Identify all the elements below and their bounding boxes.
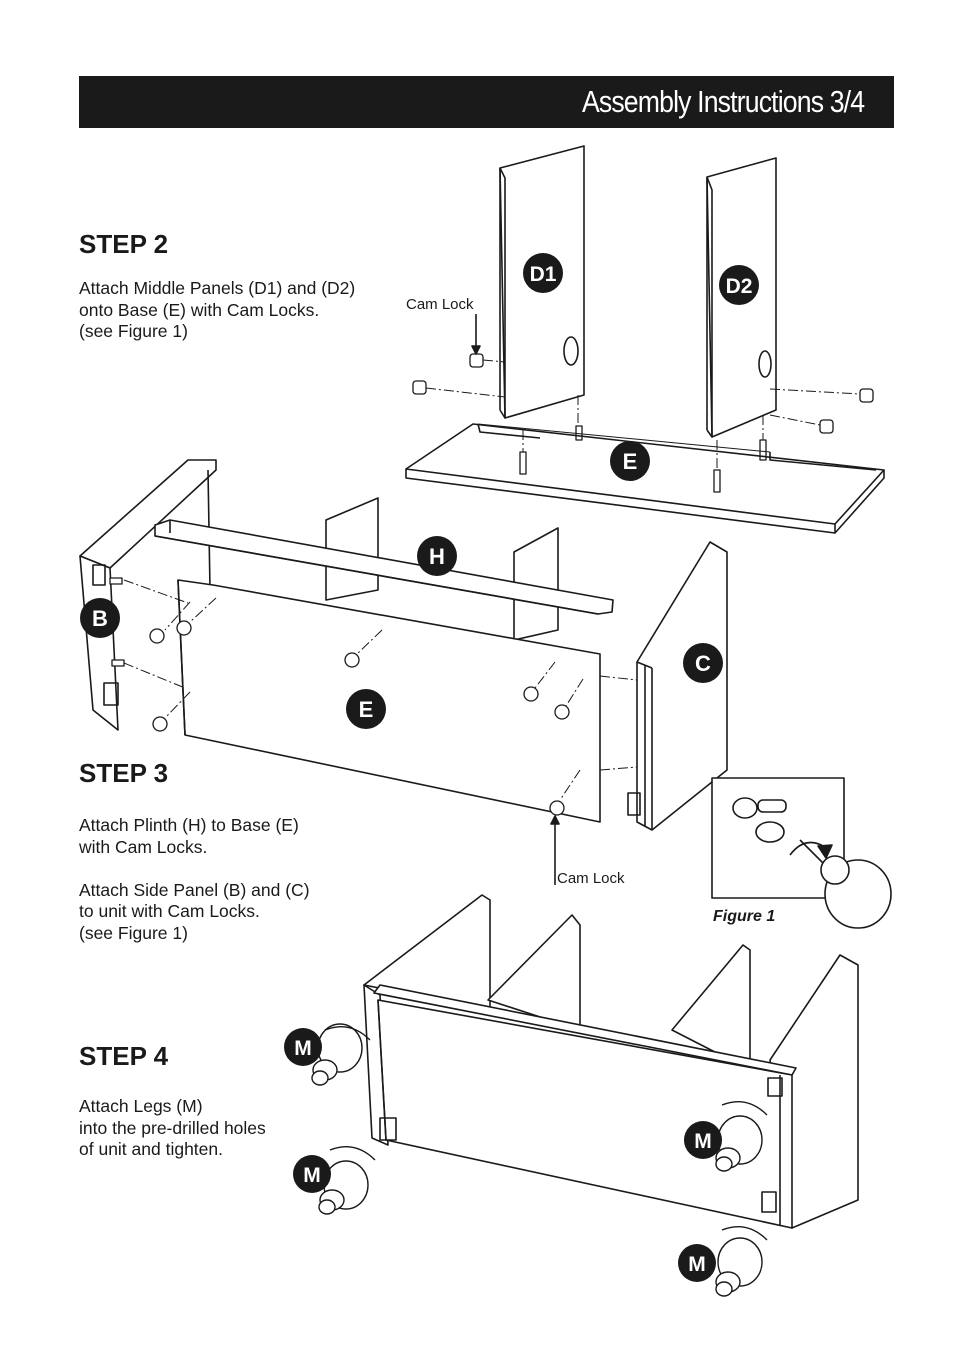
unit-step-4-drawing: [363, 894, 859, 1229]
step-4-title: STEP 4: [79, 1041, 169, 1071]
page-title: Assembly Instructions 3/4: [581, 84, 865, 119]
callout-m-4: M: [678, 1244, 716, 1282]
callout-d2-label: D2: [726, 275, 753, 298]
figure-1-label: Figure 1: [713, 908, 776, 925]
legs-drawing: [311, 1023, 768, 1297]
callout-m-2-label: M: [303, 1164, 321, 1187]
callout-m-3: M: [684, 1121, 722, 1159]
step-2-line-2: onto Base (E) with Cam Locks.: [79, 299, 320, 320]
step-3-line-4: Attach Side Panel (B) and (C): [79, 879, 310, 900]
step-2-text: Attach Middle Panels (D1) and (D2) onto …: [79, 278, 355, 343]
step-3-line-2: with Cam Locks.: [79, 836, 208, 857]
callout-c: C: [683, 643, 723, 683]
callout-m-4-label: M: [688, 1253, 706, 1276]
step-2-title: STEP 2: [79, 229, 169, 259]
step-4-line-1: Attach Legs (M): [79, 1096, 203, 1116]
callout-e-mid-label: E: [359, 697, 374, 722]
header-bar: Assembly Instructions 3/4: [79, 76, 894, 128]
callout-h-label: H: [429, 544, 445, 569]
callout-b-label: B: [92, 606, 108, 631]
step-3-line-5: to unit with Cam Locks.: [79, 901, 260, 921]
side-panel-b-drawing: [79, 459, 217, 731]
callout-e-top-label: E: [623, 449, 638, 474]
callout-h: H: [417, 536, 457, 576]
cam-lock-label-bottom: Cam Lock: [557, 870, 625, 887]
step-3-title: STEP 3: [79, 758, 169, 788]
figure-1-drawing: [711, 777, 892, 929]
callout-m-1: M: [284, 1028, 322, 1066]
callout-e-top: E: [610, 441, 650, 481]
step-4-line-3: of unit and tighten.: [79, 1139, 223, 1159]
callout-d1-label: D1: [530, 263, 557, 286]
callout-d1: D1: [523, 253, 563, 293]
base-e-top-drawing: [405, 423, 885, 534]
step-2-line-1: Attach Middle Panels (D1) and (D2): [79, 278, 356, 298]
cam-lock-label-top: Cam Lock: [406, 296, 474, 313]
step-4-text: Attach Legs (M) into the pre-drilled hol…: [79, 1096, 266, 1161]
step-3-line-1: Attach Plinth (H) to Base (E): [79, 815, 299, 835]
callout-m-2: M: [293, 1155, 331, 1193]
callout-b: B: [80, 598, 120, 638]
callout-m-1-label: M: [294, 1037, 312, 1060]
step-4-line-2: into the pre-drilled holes: [79, 1117, 266, 1138]
callout-c-label: C: [695, 651, 711, 676]
base-e-front-drawing: [177, 579, 601, 823]
step-3-text: Attach Plinth (H) to Base (E) with Cam L…: [79, 815, 310, 944]
callout-d2: D2: [719, 265, 759, 305]
step-2-line-3: (see Figure 1): [79, 321, 188, 341]
plinth-h-drawing: [154, 519, 614, 615]
side-panel-c-drawing: [627, 541, 728, 831]
callout-e-mid: E: [346, 689, 386, 729]
step-3-line-6: (see Figure 1): [79, 922, 188, 943]
callout-m-3-label: M: [694, 1130, 712, 1153]
